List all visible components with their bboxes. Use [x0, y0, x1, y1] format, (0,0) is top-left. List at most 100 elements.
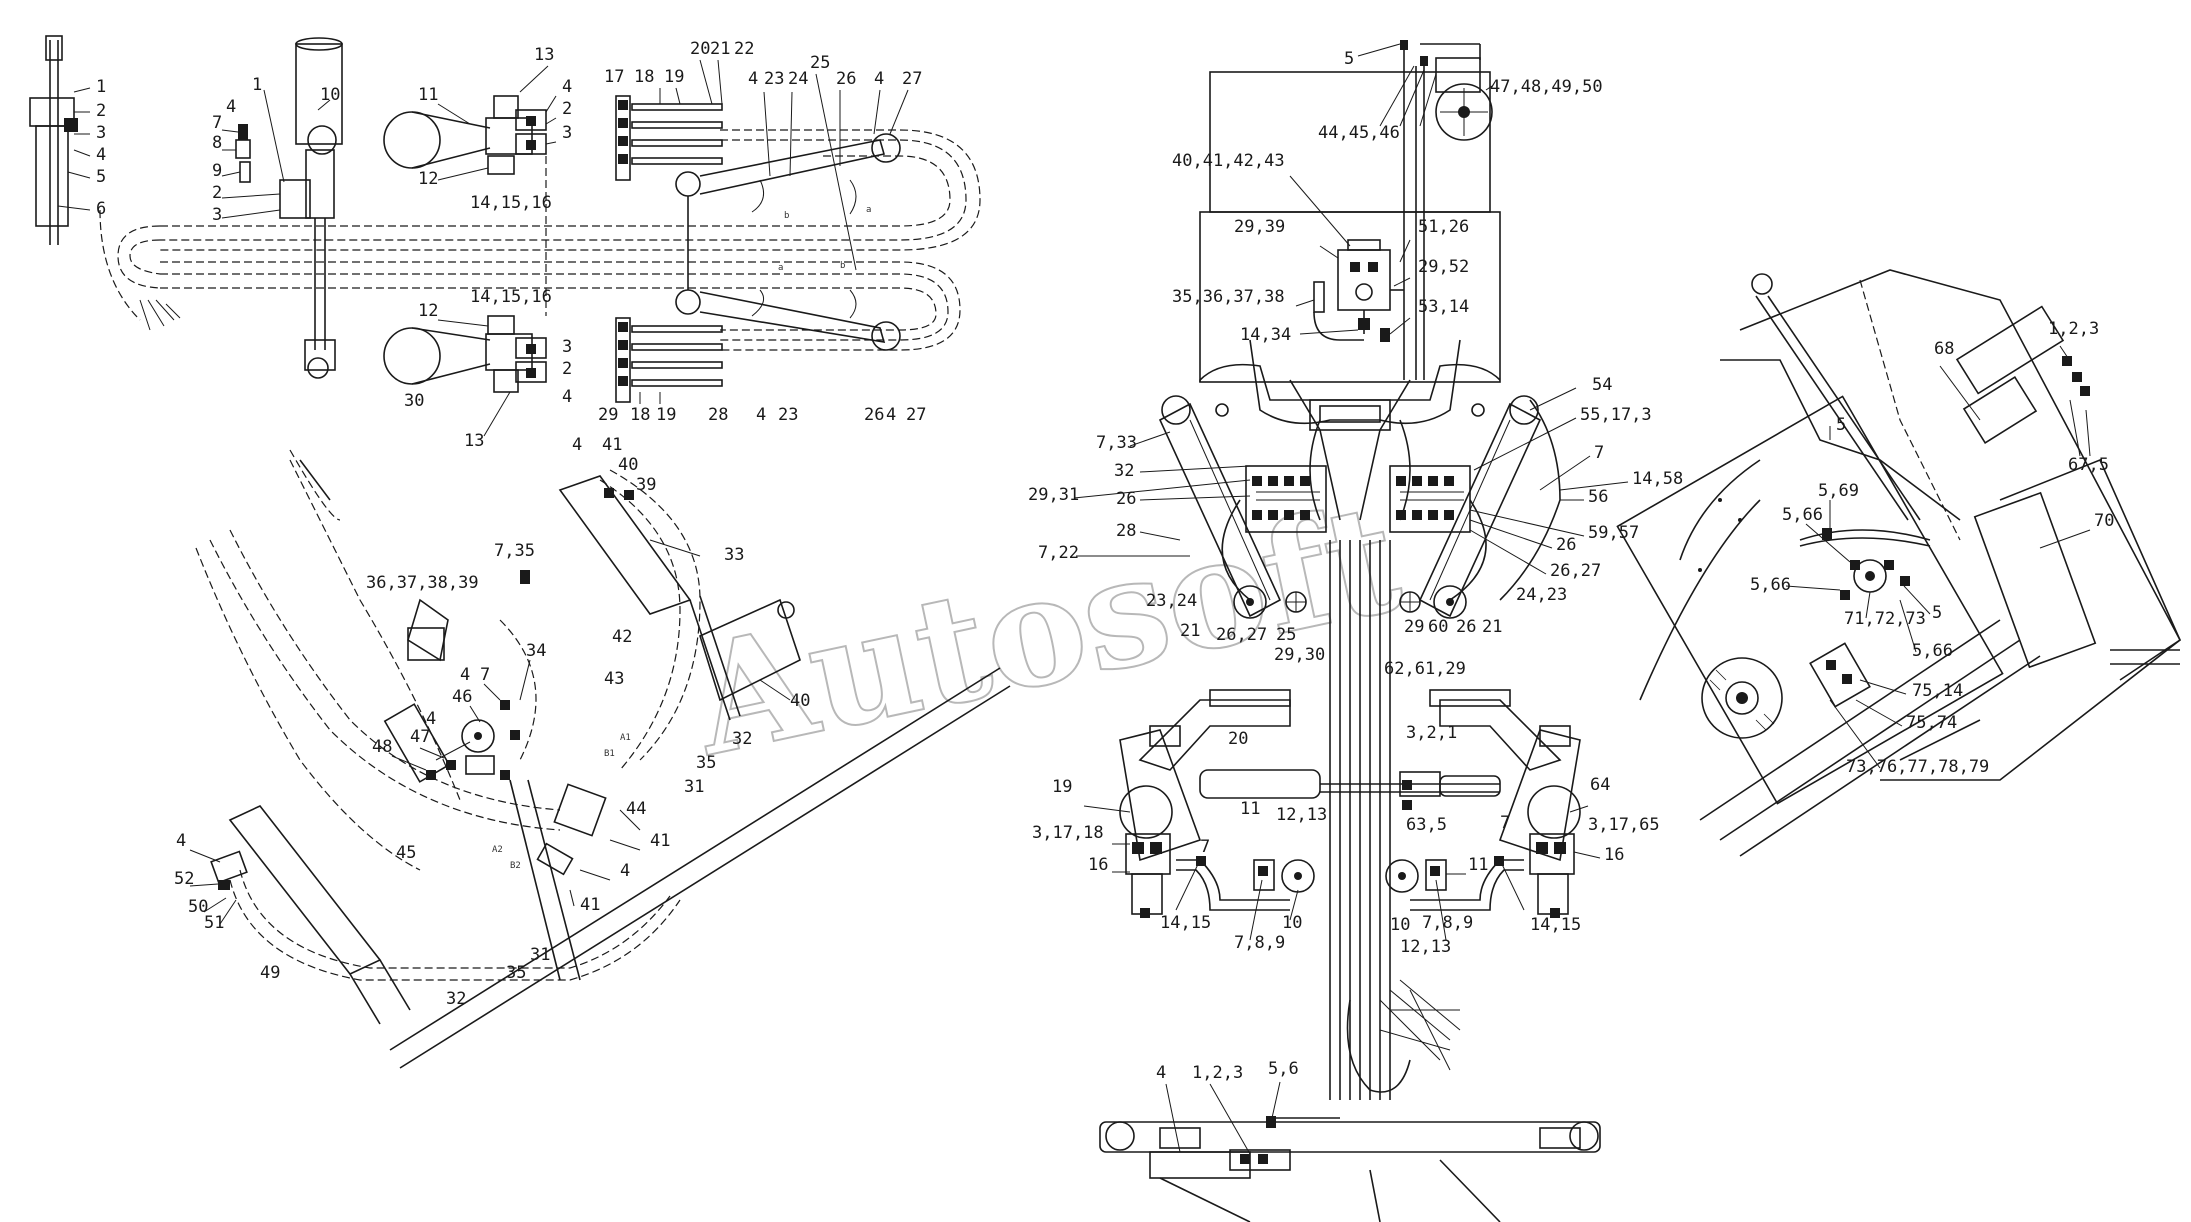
part-callout-p86: 44,45,46 — [1318, 123, 1400, 143]
hose-tangle — [1346, 979, 1461, 1093]
part-callout-p54: 39 — [636, 475, 656, 495]
part-callout-p23: 18 — [634, 67, 654, 87]
part-callout-p69: 35 — [696, 753, 716, 773]
part-callout-p68: 32 — [732, 729, 752, 749]
part-callout-p21: 14,15,16 — [470, 193, 552, 213]
center-view — [1073, 40, 1629, 1222]
part-callout-p2: 2 — [96, 101, 106, 121]
part-callout-p153: 5,66 — [1912, 641, 1953, 661]
bottom-axle — [1099, 1081, 1601, 1222]
center-leaders — [1073, 387, 1629, 575]
part-callout-p142: 5,6 — [1268, 1059, 1299, 1079]
port-label-t3: a — [778, 263, 783, 273]
part-callout-p85: 47,48,49,50 — [1490, 77, 1603, 97]
part-callout-p109: 23,24 — [1146, 591, 1197, 611]
part-callout-p61: 7 — [480, 665, 490, 685]
part-callout-p101: 26,27 — [1550, 561, 1601, 581]
part-callout-p111: 26,27 — [1216, 625, 1267, 645]
part-callout-p50: 27 — [906, 405, 926, 425]
part-callout-p45: 28 — [708, 405, 728, 425]
part-callout-p46: 4 — [756, 405, 766, 425]
part-callout-p137: 14,15 — [1530, 915, 1581, 935]
part-callout-p51: 4 — [572, 435, 582, 455]
part-callout-p100: 26 — [1556, 535, 1576, 555]
lower-chassis-arms — [1138, 689, 1571, 810]
part-callout-p130: 7 — [1500, 813, 1510, 833]
part-callout-p80: 49 — [260, 963, 280, 983]
part-callout-p146: 5 — [1836, 415, 1846, 435]
part-callout-p119: 3,2,1 — [1406, 723, 1457, 743]
part-callout-p76: 4 — [176, 831, 186, 851]
port-label-t8: B2 — [510, 861, 521, 871]
part-callout-p29: 26 — [836, 69, 856, 89]
valve-block-41 — [509, 779, 641, 981]
part-callout-p150: 5,66 — [1750, 575, 1791, 595]
part-callout-p26: 21 — [710, 39, 730, 59]
part-callout-p27: 22 — [734, 39, 754, 59]
part-callout-p60: 4 — [460, 665, 470, 685]
part-callout-p103: 7,33 — [1096, 433, 1137, 453]
part-callout-p125: 11 — [1240, 799, 1260, 819]
part-callout-p53: 40 — [618, 455, 638, 475]
part-callout-p37: 3 — [562, 337, 572, 357]
part-callout-p14: 3 — [212, 205, 222, 225]
part-callout-p59: 34 — [526, 641, 546, 661]
part-callout-p57: 36,37,38,39 — [366, 573, 479, 593]
part-callout-p83: 32 — [446, 989, 466, 1009]
part-callout-p52: 41 — [602, 435, 622, 455]
part-callout-p75: 41 — [580, 895, 600, 915]
valve-71-73 — [1785, 500, 1931, 653]
central-hose-bundle — [1221, 419, 1487, 1100]
pivot-links — [675, 73, 909, 351]
part-callout-p134: 10 — [1282, 913, 1302, 933]
left-wheel-motor — [1083, 729, 1315, 941]
part-callout-p104: 32 — [1114, 461, 1134, 481]
part-callout-p105: 29,31 — [1028, 485, 1079, 505]
part-callout-p16: 4 — [562, 77, 572, 97]
part-callout-p107: 28 — [1116, 521, 1136, 541]
part-callout-p38: 2 — [562, 359, 572, 379]
part-callout-p22: 17 — [604, 67, 624, 87]
part-callout-p41: 13 — [464, 431, 484, 451]
part-callout-p128: 16 — [1088, 855, 1108, 875]
part-callout-p70: 31 — [684, 777, 704, 797]
part-callout-p84: 5 — [1344, 49, 1354, 69]
part-callout-p44: 19 — [656, 405, 676, 425]
part-callout-p92: 53,14 — [1418, 297, 1469, 317]
part-callout-p33: 23 — [764, 69, 784, 89]
port-label-t2: b — [784, 211, 789, 221]
part-callout-p156: 73,76,77,78,79 — [1846, 757, 1989, 777]
cylinder-49 — [189, 805, 411, 1025]
part-callout-p48: 26 — [864, 405, 884, 425]
part-callout-p151: 71,72,73 — [1844, 609, 1926, 629]
part-callout-p58: 42 — [612, 627, 632, 647]
part-callout-p73: 45 — [396, 843, 416, 863]
port-label-t6: B1 — [604, 749, 615, 759]
part-callout-p17: 2 — [562, 99, 572, 119]
part-callout-p141: 1,2,3 — [1192, 1063, 1243, 1083]
part-callout-p72: 41 — [650, 831, 670, 851]
part-callout-p78: 50 — [188, 897, 208, 917]
part-callout-p34: 24 — [788, 69, 808, 89]
valve-block-46 — [383, 488, 634, 783]
part-callout-p155: 75,74 — [1906, 713, 1957, 733]
part-callout-p9: 7 — [212, 113, 222, 133]
part-callout-p89: 51,26 — [1418, 217, 1469, 237]
part-callout-p25: 20 — [690, 39, 710, 59]
part-callout-p144: 1,2,3 — [2048, 319, 2099, 339]
part-callout-p40: 30 — [404, 391, 424, 411]
port-label-t7: A2 — [492, 845, 503, 855]
part-callout-p66: 48 — [372, 737, 392, 757]
part-callout-p152: 5 — [1932, 603, 1942, 623]
port-label-t1: a — [866, 205, 871, 215]
part-callout-p112: 25 — [1276, 625, 1296, 645]
part-callout-p63: 46 — [452, 687, 472, 707]
port-label-t4: b — [840, 261, 845, 271]
part-callout-p24: 19 — [664, 67, 684, 87]
part-callout-p126: 12,13 — [1276, 805, 1327, 825]
part-callout-p39: 4 — [562, 387, 572, 407]
part-callout-p98: 56 — [1588, 487, 1608, 507]
part-callout-p19: 11 — [418, 85, 438, 105]
lower-arm-assembly — [383, 315, 547, 437]
